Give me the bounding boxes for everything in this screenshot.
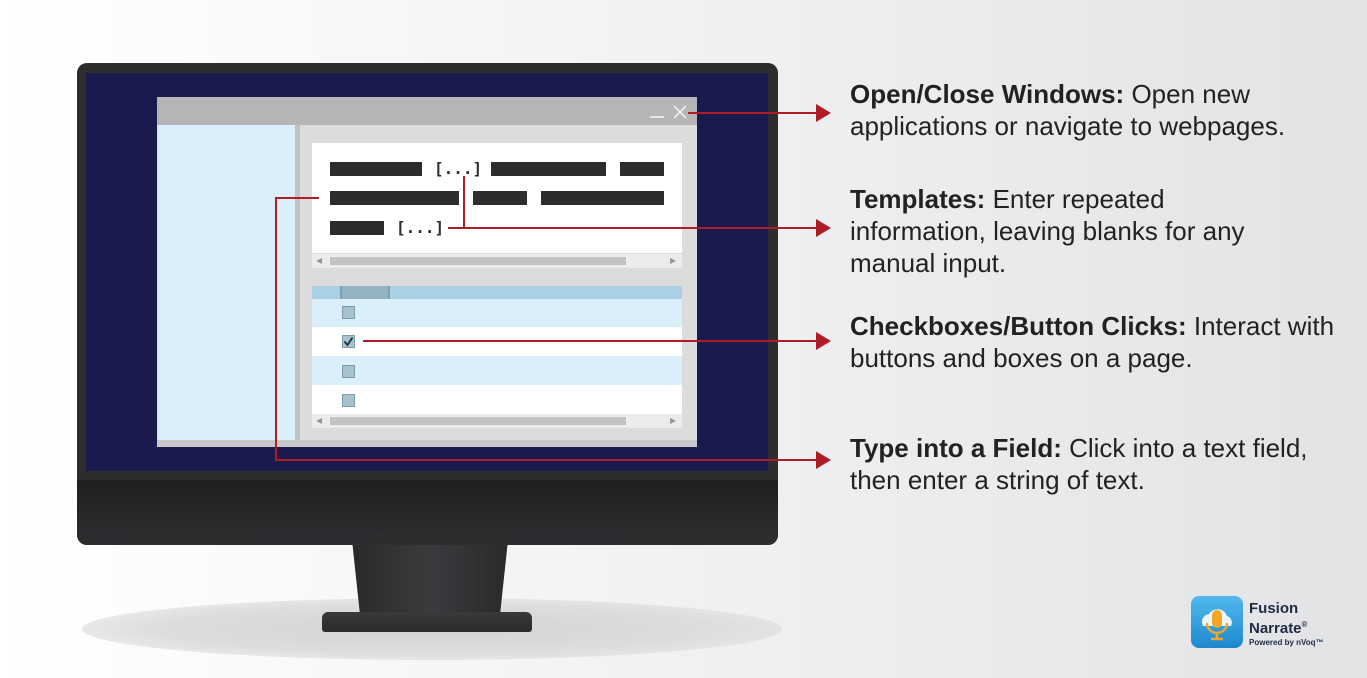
monitor-stand-neck [352,540,508,615]
text-line-bar [473,191,527,205]
logo-tagline: Powered by nVoq™ [1249,638,1324,647]
checkbox[interactable] [342,394,355,407]
list-item [312,299,682,328]
text-line-bar [620,162,664,176]
connector-line-checkboxes [363,340,818,342]
logo-name-line1: Fusion [1249,600,1299,617]
window-sidebar [158,125,295,440]
monitor-stand-base [322,612,532,632]
list-header-column[interactable] [340,286,390,299]
fusion-narrate-wordmark: Fusion Narrate® Powered by nVoq™ [1249,601,1324,649]
connector-line-type-field [275,459,818,461]
template-blank[interactable]: [...] [396,218,445,237]
window-bottom-bar [157,440,697,447]
connector-line-type-field [275,197,319,199]
checkmark-icon [343,337,354,347]
text-line-bar [330,162,422,176]
annotation-heading: Type into a Field: [850,433,1062,463]
text-line-bar [330,221,384,235]
annotation-heading: Open/Close Windows: [850,79,1125,109]
list-item [312,385,682,414]
text-line-bar [330,191,459,205]
scroll-right-icon[interactable]: ▶ [670,416,677,425]
annotation-open-close: Open/Close Windows: Open new application… [850,78,1340,142]
monitor-chin [77,480,778,545]
annotation-templates: Templates: Enter repeated information, l… [850,183,1300,279]
annotation-body: Click into a text field, then enter a st… [850,433,1308,495]
annotation-heading: Templates: [850,184,986,214]
window-divider [295,125,300,441]
scroll-left-icon[interactable]: ◀ [316,416,323,425]
checkbox-checked[interactable] [342,335,355,348]
close-icon[interactable] [672,104,688,120]
checkbox[interactable] [342,306,355,319]
fusion-narrate-logo-badge [1191,596,1243,648]
annotation-checkboxes: Checkboxes/Button Clicks: Interact with … [850,310,1340,374]
list-header [312,286,682,299]
registered-mark: ® [1301,620,1308,629]
connector-line-templates [463,176,465,228]
logo-name-line2: Narrate® [1249,617,1324,637]
annotation-body: Open new applications or navigate to web… [850,79,1286,141]
annotation-heading: Checkboxes/Button Clicks: [850,311,1187,341]
connector-line-open-close [688,112,818,114]
template-blank[interactable]: [...] [434,159,483,178]
minimize-icon[interactable] [650,116,664,118]
text-line-bar [541,191,664,205]
checkbox[interactable] [342,365,355,378]
annotation-type-field: Type into a Field: Click into a text fie… [850,432,1345,496]
scroll-left-icon[interactable]: ◀ [316,256,323,265]
annotation-body: Enter repeated information, leaving blan… [850,184,1245,278]
annotation-body: Interact with buttons and boxes on a pag… [850,311,1335,373]
arrowhead [816,104,831,122]
scroll-right-icon[interactable]: ▶ [670,256,677,265]
scrollbar-thumb[interactable] [330,257,626,265]
logo-name-text: Narrate [1249,620,1302,637]
connector-line-templates [448,227,818,229]
window-titlebar[interactable] [157,97,697,125]
arrowhead [816,451,831,469]
list-item [312,356,682,385]
connector-line-type-field [275,197,277,461]
arrowhead [816,219,831,237]
scrollbar-thumb[interactable] [330,417,626,425]
microphone-icon [1201,609,1232,641]
arrowhead [816,332,831,350]
text-line-bar [491,162,606,176]
